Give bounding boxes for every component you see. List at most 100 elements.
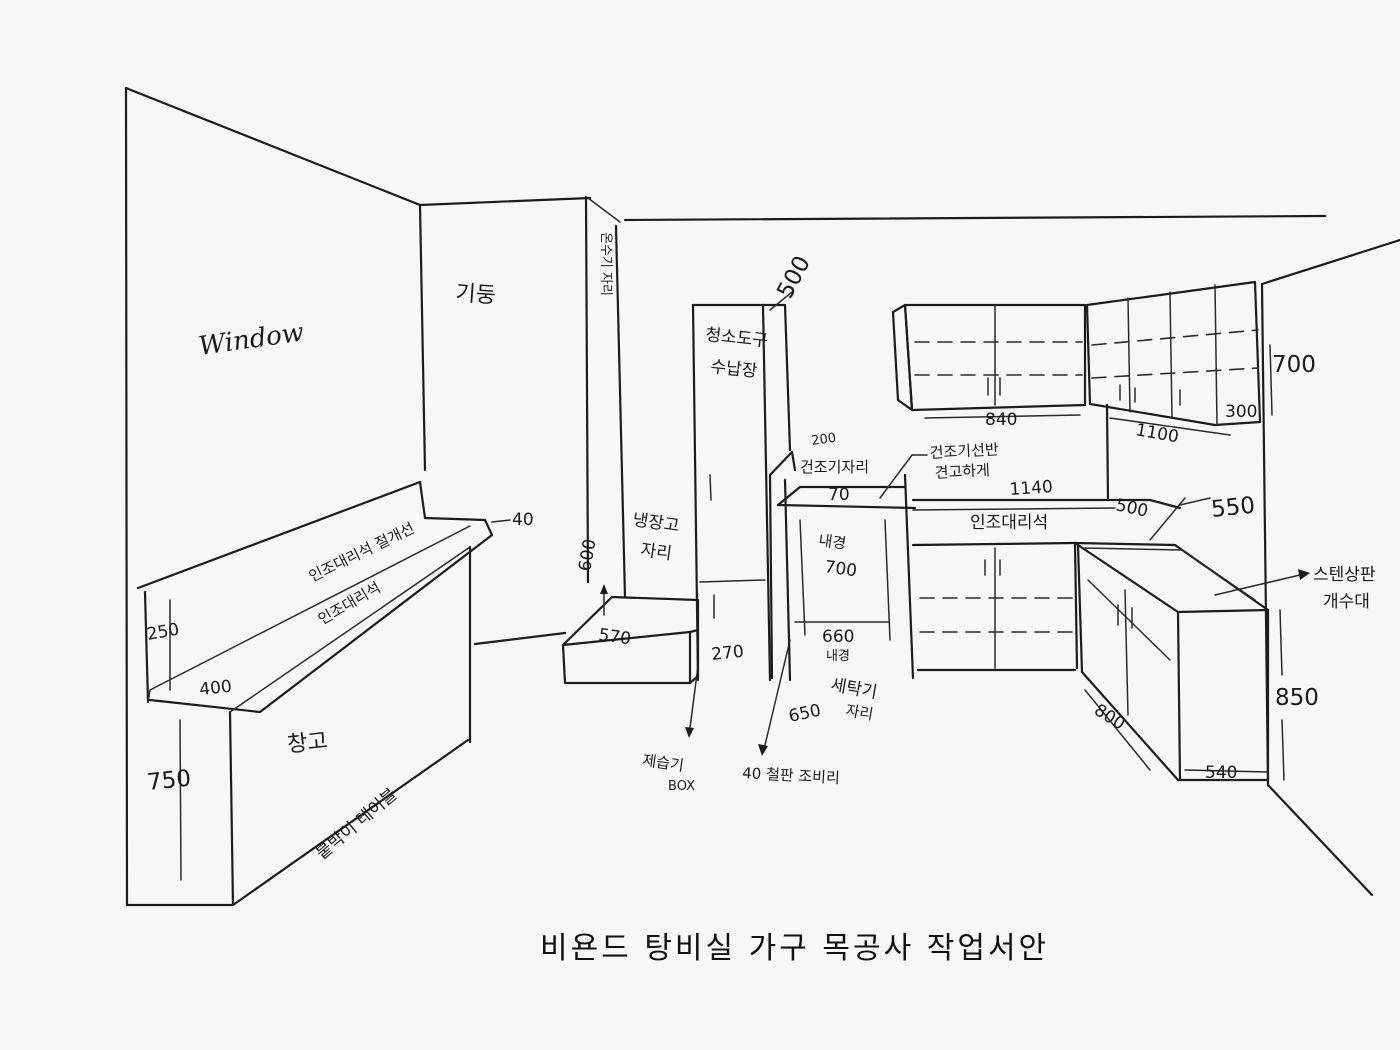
- dim-850-line: [1279, 609, 1285, 781]
- ceiling-line-left: [124, 86, 422, 207]
- upper-right-shelf-1: [1091, 329, 1259, 346]
- sink-leader: [1214, 574, 1301, 596]
- sink-door-2: [1124, 589, 1129, 716]
- sink-front-bottom: [1080, 670, 1180, 782]
- counter-line-mid: [912, 507, 1116, 511]
- pantry-mid-line: [699, 579, 766, 583]
- dim-800: 800: [1090, 700, 1128, 734]
- pillar-right-edge: [614, 224, 627, 599]
- washer-leader-arrowhead: [758, 744, 768, 756]
- dim-600: 600: [575, 537, 600, 572]
- pillar-left-edge: [584, 195, 590, 584]
- window-wall-right-edge: [418, 203, 427, 472]
- label-washer-2: 자리: [844, 701, 874, 724]
- label-shelf-note-1: 건조기선반: [929, 440, 999, 462]
- dim-1100: 1100: [1134, 420, 1180, 447]
- label-pantry-1: 청소도구: [704, 325, 768, 351]
- cabinet-front-left: [228, 710, 235, 907]
- label-finish-note: 40 철판 조비리: [742, 764, 840, 787]
- upper-right-div-1: [1127, 297, 1131, 413]
- upper-left-side: [891, 303, 914, 412]
- pantry-side-right: [783, 303, 792, 452]
- label-stone-back-1: 인조대리석 절개선: [306, 519, 417, 586]
- dim-840-line: [924, 414, 1081, 419]
- pantry-left-edge: [691, 303, 700, 682]
- floor-line-right: [1266, 783, 1374, 897]
- dim-700-upper: 700: [1272, 352, 1316, 378]
- label-outer: 내경: [826, 649, 850, 664]
- dim-250: 250: [145, 620, 180, 645]
- upper-right-div-2: [1169, 291, 1173, 419]
- dim-700-line: [1269, 344, 1273, 416]
- washer-opening-left: [799, 519, 806, 636]
- countertop-front-edge: [148, 533, 494, 714]
- label-water-heater: 온수기 자리: [598, 232, 613, 296]
- dryer-shelf-top: [776, 485, 907, 507]
- tower-right-inner: [884, 519, 891, 641]
- label-inner-2: 700: [823, 557, 858, 581]
- cabinet-top-line: [229, 546, 471, 713]
- sink-cabinet: [1073, 497, 1310, 782]
- dim-540: 540: [1205, 763, 1237, 783]
- upper-cabinets: [891, 280, 1273, 436]
- countertop-thickness: [147, 525, 471, 703]
- label-washer-1: 세탁기: [829, 675, 879, 703]
- label-box-2: BOX: [668, 779, 695, 794]
- dryer-washer-tower: [758, 450, 928, 756]
- sink-front-left: [1076, 543, 1084, 674]
- label-dryer-spot: 건조기자리: [800, 458, 869, 476]
- drawing-caption: 비욘드 탕비실 가구 목공사 작업서안: [540, 931, 1049, 966]
- dim-500-leader: [769, 291, 793, 311]
- backsplash-top: [136, 480, 422, 590]
- label-shelf-note-2: 견고하게: [934, 461, 990, 482]
- upper-right-box: [1085, 280, 1262, 427]
- sink-door-1: [1087, 579, 1171, 661]
- pillar: [584, 195, 627, 599]
- dim-540-line: [1184, 769, 1269, 773]
- water-heater-box: [561, 584, 700, 738]
- label-pillar: 기둥: [455, 281, 497, 309]
- label-stone-back-2: 인조대리석: [315, 578, 384, 628]
- dim-570: 570: [597, 625, 632, 649]
- label-sink-1: 스텐상판: [1313, 565, 1376, 585]
- label-storage: 창고: [286, 729, 329, 758]
- washer-leader: [764, 639, 791, 746]
- box-leader: [689, 665, 699, 729]
- dim-70: 70: [828, 485, 850, 505]
- counter-leader-500: [1149, 497, 1186, 541]
- dim-650: 650: [787, 701, 823, 727]
- dim-300: 300: [1225, 402, 1257, 422]
- dryer-shelf-front: [776, 503, 917, 510]
- annotations: Window 기둥 온수기 자리 청소도구 수납장 500 냉장고 자리 600…: [145, 232, 1376, 966]
- label-sink-2: 개수대: [1323, 592, 1370, 612]
- upper-right-div-3: [1214, 284, 1218, 426]
- tower-top-left: [768, 450, 794, 477]
- tower-left-outer: [768, 473, 774, 680]
- sink-leader-arrowhead: [1298, 569, 1310, 580]
- label-fridge-2: 자리: [639, 540, 673, 564]
- dim-550: 550: [1210, 493, 1256, 523]
- lower-left-handles: [984, 559, 1001, 576]
- backsplash-front-left: [143, 590, 150, 704]
- label-table-note: 붙박이 테이블: [312, 785, 401, 864]
- lower-cabinets: [911, 403, 1186, 672]
- upper-right-handles: [1119, 384, 1181, 406]
- ceiling-line-back-right: [623, 214, 1327, 222]
- dim-600-arrowhead: [600, 584, 608, 594]
- countertop-right-cap: [483, 518, 494, 537]
- sink-top-inner: [1084, 547, 1256, 601]
- dim-550-leader: [1179, 497, 1211, 506]
- sink-handles: [1117, 604, 1133, 629]
- label-window: Window: [197, 317, 306, 361]
- dim-1100-line: [1109, 417, 1231, 436]
- tower-top-line: [790, 450, 797, 472]
- label-stone-counter: 인조대리석: [970, 513, 1048, 533]
- box-leader-arrowhead: [685, 727, 694, 738]
- backsplash-right-edge: [1105, 403, 1110, 502]
- dim-270: 270: [710, 642, 744, 665]
- pillar-top: [587, 197, 621, 223]
- ceiling-line-right: [1260, 238, 1400, 286]
- lower-left-front-right: [1073, 541, 1079, 670]
- dim-850: 850: [1275, 685, 1319, 711]
